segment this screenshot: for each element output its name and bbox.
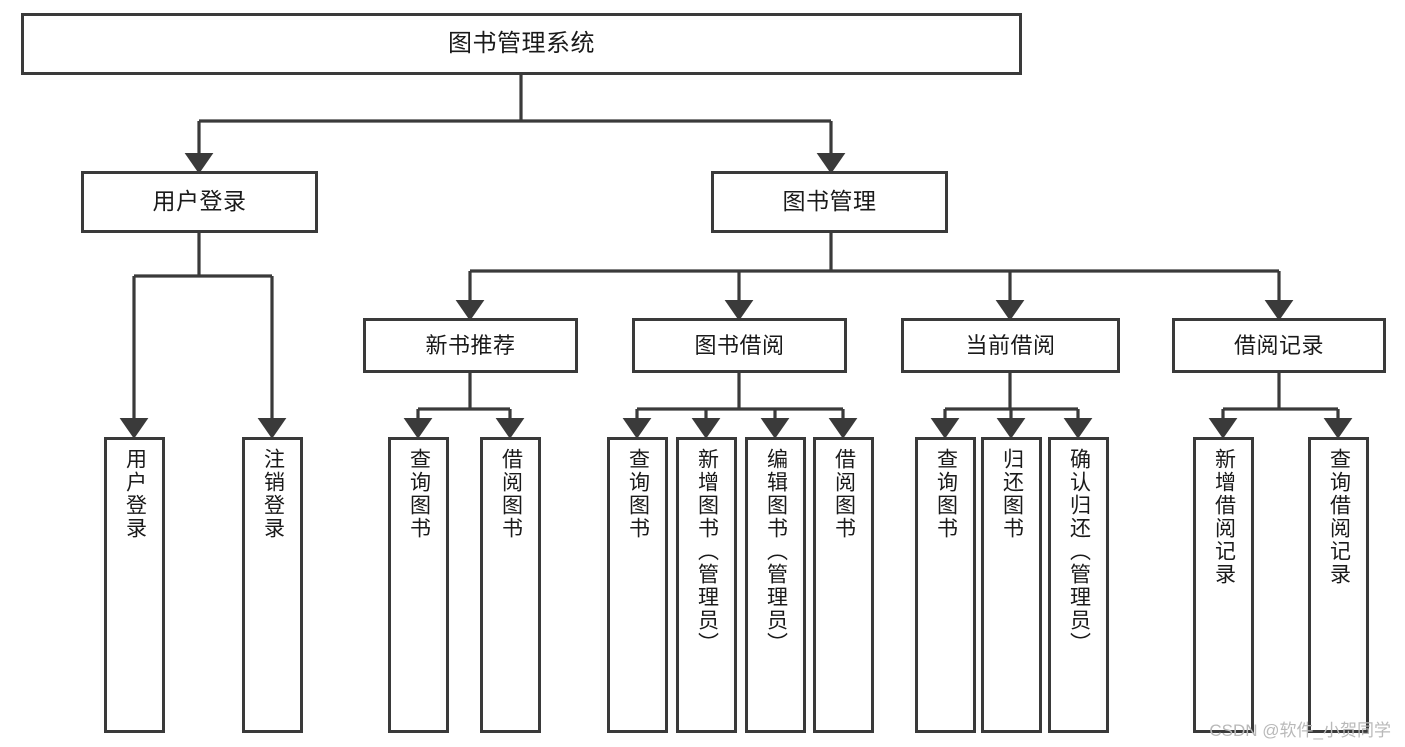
- leaf-book-borrow-query[interactable]: 查询图书: [607, 437, 668, 733]
- node-user-login[interactable]: 用户登录: [81, 171, 318, 233]
- node-label: 确认归还（管理员）: [1067, 448, 1091, 655]
- node-label: 图书管理系统: [448, 29, 595, 57]
- leaf-user-login-login[interactable]: 用户登录: [104, 437, 165, 733]
- leaf-book-borrow-add-admin[interactable]: 新增图书（管理员）: [676, 437, 737, 733]
- node-label: 查询图书: [407, 448, 431, 540]
- node-current-borrow[interactable]: 当前借阅: [901, 318, 1120, 373]
- leaf-current-borrow-confirm-return-admin[interactable]: 确认归还（管理员）: [1048, 437, 1109, 733]
- leaf-new-book-borrow[interactable]: 借阅图书: [480, 437, 541, 733]
- node-label: 新增借阅记录: [1212, 448, 1236, 586]
- leaf-new-book-query[interactable]: 查询图书: [388, 437, 449, 733]
- node-label: 新书推荐: [425, 332, 516, 358]
- leaf-current-borrow-query[interactable]: 查询图书: [915, 437, 976, 733]
- leaf-borrow-record-query[interactable]: 查询借阅记录: [1308, 437, 1369, 733]
- leaf-borrow-record-add[interactable]: 新增借阅记录: [1193, 437, 1254, 733]
- node-label: 归还图书: [1000, 448, 1024, 540]
- leaf-book-borrow-borrow[interactable]: 借阅图书: [813, 437, 874, 733]
- leaf-book-borrow-edit-admin[interactable]: 编辑图书（管理员）: [745, 437, 806, 733]
- node-label: 编辑图书（管理员）: [764, 448, 788, 655]
- node-root-book-management-system[interactable]: 图书管理系统: [21, 13, 1022, 75]
- node-label: 借阅图书: [499, 448, 523, 540]
- node-label: 新增图书（管理员）: [695, 448, 719, 655]
- node-label: 用户登录: [123, 448, 147, 540]
- watermark: CSDN @软件_小贺同学: [1209, 721, 1391, 740]
- node-label: 查询借阅记录: [1327, 448, 1351, 586]
- node-label: 图书借阅: [694, 332, 785, 358]
- node-label: 借阅图书: [832, 448, 856, 540]
- node-label: 图书管理: [782, 188, 877, 215]
- leaf-current-borrow-return[interactable]: 归还图书: [981, 437, 1042, 733]
- node-label: 注销登录: [261, 448, 285, 540]
- node-label: 查询图书: [934, 448, 958, 540]
- node-book-borrow[interactable]: 图书借阅: [632, 318, 847, 373]
- node-label: 当前借阅: [965, 332, 1056, 358]
- node-label: 用户登录: [152, 188, 247, 215]
- node-borrow-record[interactable]: 借阅记录: [1172, 318, 1386, 373]
- node-label: 借阅记录: [1233, 332, 1324, 358]
- node-book-management[interactable]: 图书管理: [711, 171, 948, 233]
- node-label: 查询图书: [626, 448, 650, 540]
- node-new-book-recommendation[interactable]: 新书推荐: [363, 318, 578, 373]
- leaf-user-login-logout[interactable]: 注销登录: [242, 437, 303, 733]
